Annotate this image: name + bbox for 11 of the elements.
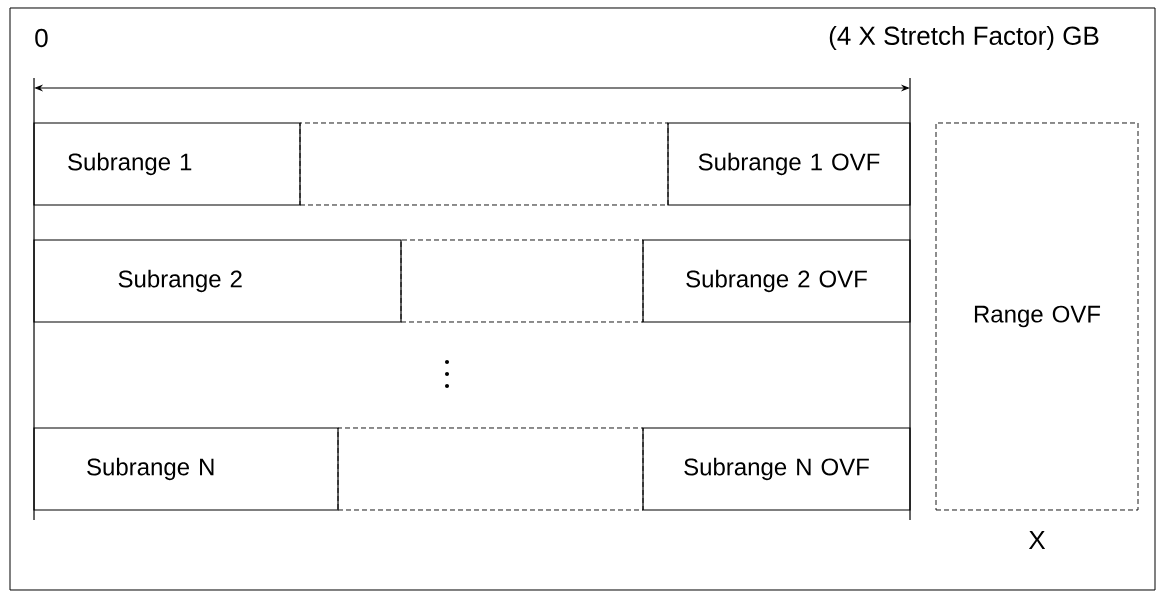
- subrange-box: Subrange 2 OVF: [642, 239, 911, 323]
- range-box: Range OVF: [935, 122, 1139, 511]
- empty-box: [337, 427, 644, 511]
- subrange-box: Subrange 1: [33, 122, 301, 206]
- empty-box: [400, 239, 644, 323]
- subrange-box: Subrange 2: [33, 239, 402, 323]
- subrange-box: Subrange N: [33, 427, 339, 511]
- subrange-box: Subrange N OVF: [642, 427, 911, 511]
- subrange-box: Subrange 1 OVF: [667, 122, 911, 206]
- axis-label: 0: [35, 28, 48, 48]
- axis-label: (4 X Stretch Factor) GB: [829, 25, 1099, 51]
